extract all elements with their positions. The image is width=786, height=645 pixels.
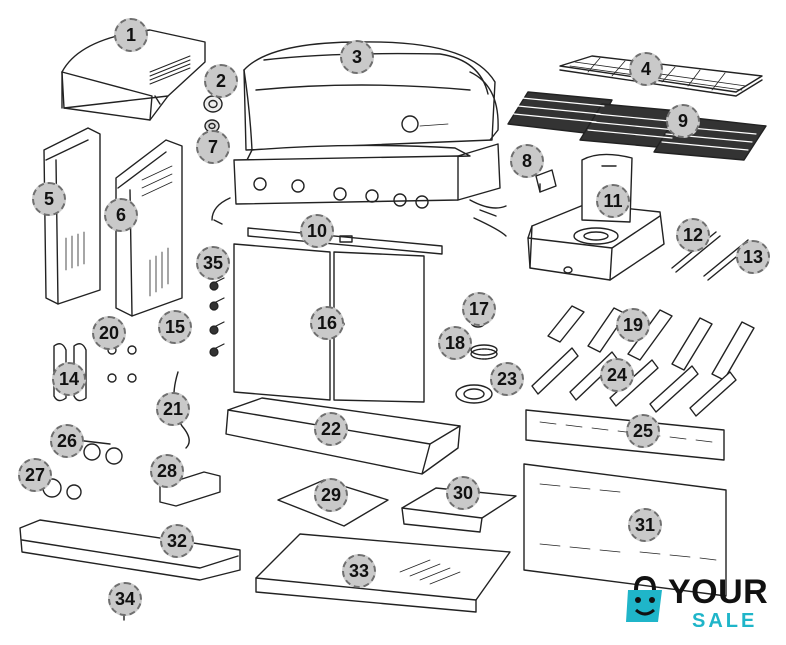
part-label-28: 28 <box>150 454 184 488</box>
part-label-3: 3 <box>340 40 374 74</box>
part-label-22: 22 <box>314 412 348 446</box>
part-label-24: 24 <box>600 358 634 392</box>
part-label-13: 13 <box>736 240 770 274</box>
part-label-1: 1 <box>114 18 148 52</box>
bottom-shelf <box>255 533 511 613</box>
part-label-12: 12 <box>676 218 710 252</box>
gas-hose <box>173 371 190 449</box>
part-label-4: 4 <box>629 52 663 86</box>
logo-word-top: YOUR <box>668 573 769 611</box>
part-label-20: 20 <box>92 316 126 350</box>
burners <box>531 347 737 417</box>
part-label-2: 2 <box>204 64 238 98</box>
part-label-15: 15 <box>158 310 192 344</box>
control-knob <box>203 95 223 133</box>
left-side-panel <box>43 127 101 305</box>
back-panel <box>523 463 727 597</box>
logo-word-bottom: SALE <box>692 610 758 632</box>
part-label-35: 35 <box>196 246 230 280</box>
cooking-grates <box>507 91 767 161</box>
yoursale-logo: YOUR SALE <box>622 574 782 636</box>
part-label-14: 14 <box>52 362 86 396</box>
part-label-10: 10 <box>300 214 334 248</box>
gas-valves <box>209 277 225 357</box>
tank-bracket <box>159 471 221 507</box>
heat-shield <box>525 409 725 461</box>
part-label-29: 29 <box>314 478 348 512</box>
part-label-5: 5 <box>32 182 66 216</box>
part-label-21: 21 <box>156 392 190 426</box>
part-label-33: 33 <box>342 554 376 588</box>
part-label-17: 17 <box>462 292 496 326</box>
part-label-11: 11 <box>596 184 630 218</box>
rail <box>247 227 443 255</box>
part-label-25: 25 <box>626 414 660 448</box>
part-label-19: 19 <box>616 308 650 342</box>
cabinet-doors <box>233 243 425 403</box>
part-label-6: 6 <box>104 198 138 232</box>
part-label-8: 8 <box>510 144 544 178</box>
grill-hood-and-firebox <box>211 41 507 237</box>
part-label-16: 16 <box>310 306 344 340</box>
front-rail <box>19 519 241 581</box>
part-label-23: 23 <box>490 362 524 396</box>
flame-tamers <box>547 305 755 381</box>
part-label-27: 27 <box>18 458 52 492</box>
shopping-bag-icon <box>626 576 662 622</box>
part-label-9: 9 <box>666 104 700 138</box>
bracket <box>535 169 557 193</box>
part-label-34: 34 <box>108 582 142 616</box>
part-label-18: 18 <box>438 326 472 360</box>
part-label-32: 32 <box>160 524 194 558</box>
part-label-26: 26 <box>50 424 84 458</box>
part-label-30: 30 <box>446 476 480 510</box>
part-label-7: 7 <box>196 130 230 164</box>
part-label-31: 31 <box>628 508 662 542</box>
